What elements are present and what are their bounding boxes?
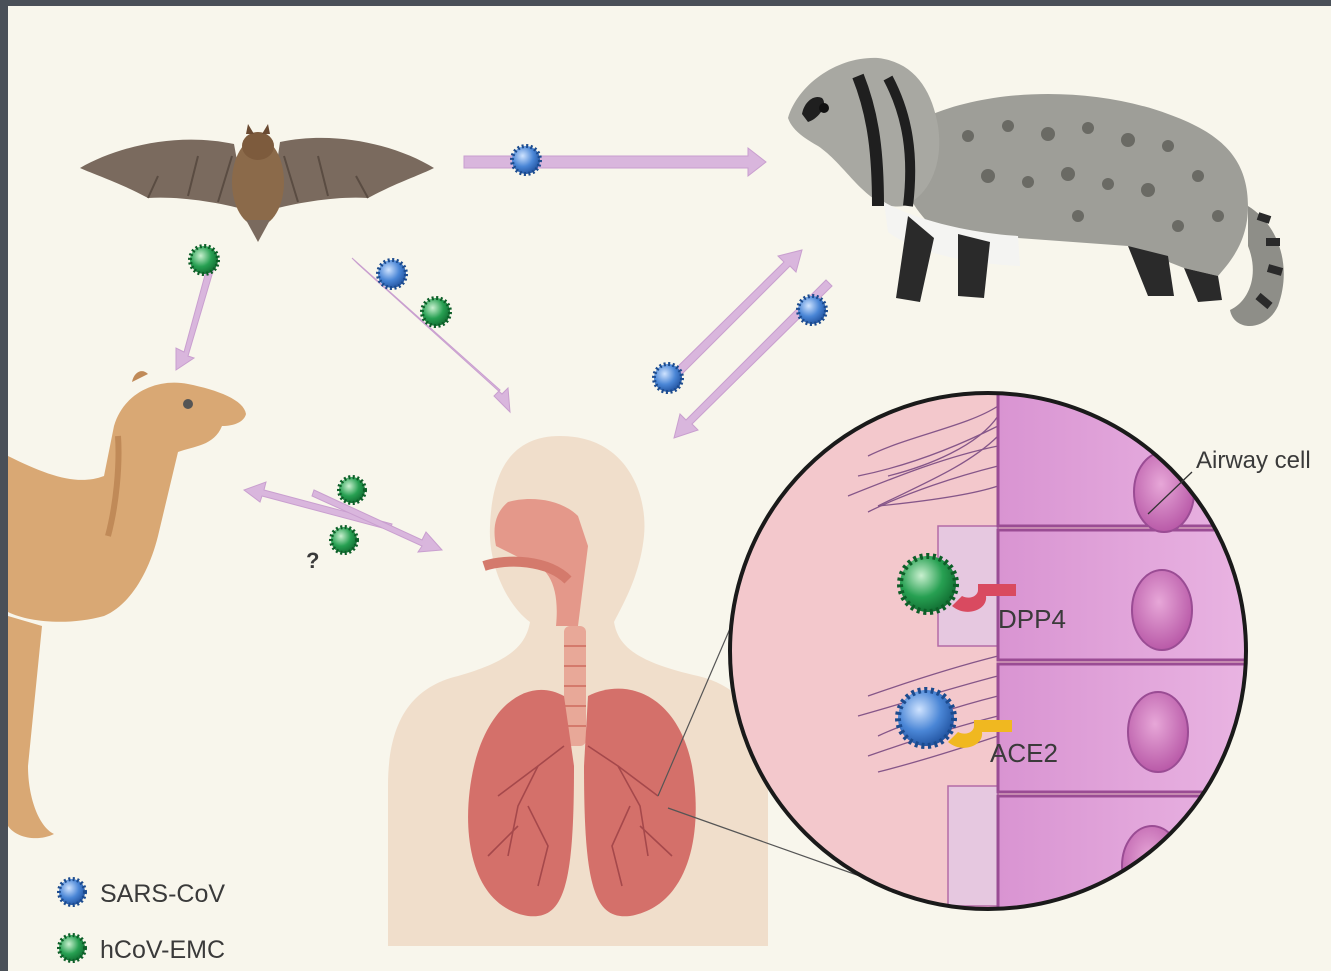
hcov-emc-legend-icon: [59, 935, 85, 961]
arrow-human-to-civet: [664, 250, 802, 386]
ace2-label: ACE2: [990, 738, 1058, 768]
sars-cov-legend-icon: [59, 879, 85, 905]
sars-cov-particle: [654, 364, 682, 392]
legend-item-emc: hCoV-EMC: [59, 935, 225, 964]
arrow-bat-to-civet: [464, 148, 766, 176]
sars-cov-bound: [898, 690, 954, 746]
hcov-emc-bound: [900, 556, 956, 612]
hcov-emc-particle: [190, 246, 218, 274]
bat-icon: [80, 124, 434, 242]
sars-cov-particle: [512, 146, 540, 174]
camel-icon: [8, 371, 246, 838]
dpp4-label: DPP4: [998, 604, 1066, 634]
diagram-canvas: ?: [8, 6, 1331, 971]
arrow-bat-to-camel: [176, 264, 214, 370]
unknown-transmission-label: ?: [306, 548, 319, 573]
hcov-emc-particle: [422, 298, 450, 326]
hcov-emc-particle: [339, 477, 365, 503]
legend-label: SARS-CoV: [100, 880, 225, 908]
transmission-diagram: ?: [8, 6, 1331, 971]
airway-cell-label: Airway cell: [1196, 447, 1311, 474]
sars-cov-particle: [798, 296, 826, 324]
hcov-emc-particle: [331, 527, 357, 553]
legend: SARS-CoV hCoV-EMC: [59, 879, 225, 964]
legend-label: hCoV-EMC: [100, 936, 225, 964]
sars-cov-particle: [378, 260, 406, 288]
arrow-bat-to-human: [352, 258, 510, 412]
airway-cell-inset: DPP4 ACE2: [728, 386, 1248, 926]
human-icon: [388, 436, 768, 946]
civet-icon: [788, 58, 1284, 326]
legend-item-sars: SARS-CoV: [59, 879, 225, 908]
